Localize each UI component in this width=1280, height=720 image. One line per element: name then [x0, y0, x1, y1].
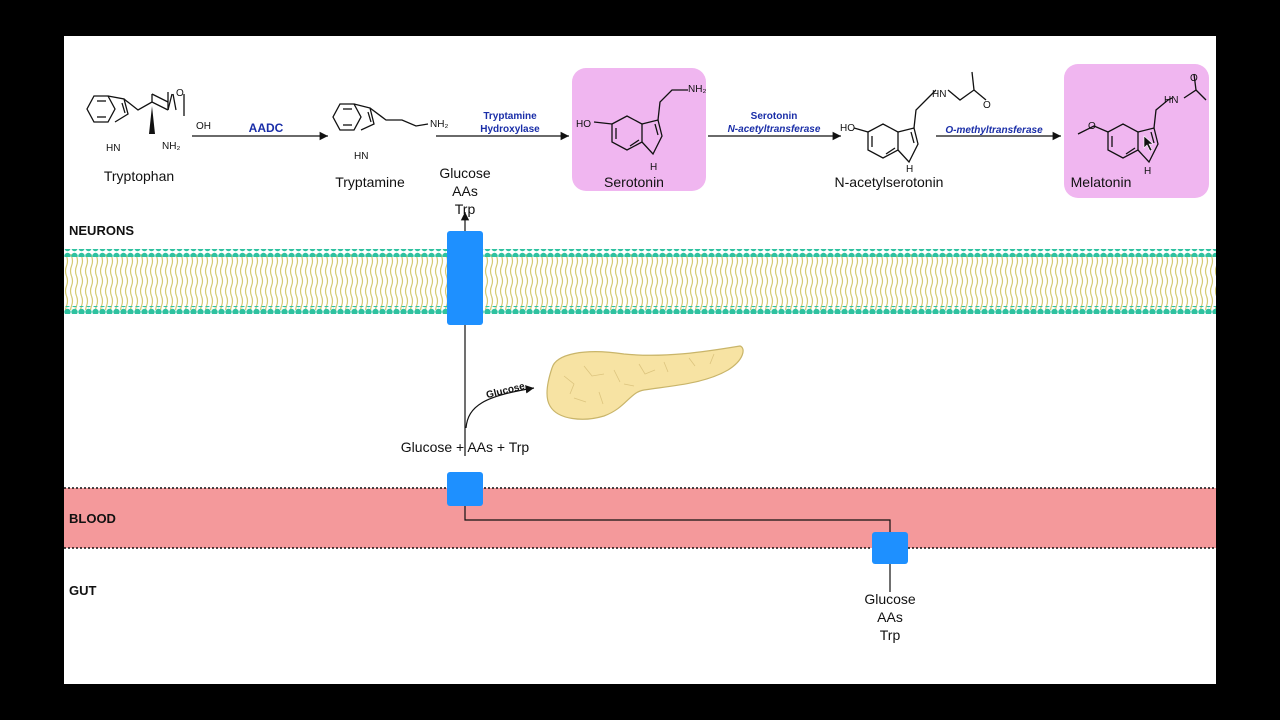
zone-gut-label: GUT: [69, 583, 97, 598]
neuron-trp-label: Trp: [454, 201, 476, 217]
tryptophan-oh-atom: OH: [196, 121, 211, 132]
melatonin-ether-o-atom: O: [1088, 121, 1096, 132]
tryptophan-o-atom: O: [176, 88, 184, 99]
neuron-nutrient-stack: Glucose AAs Trp: [439, 164, 490, 218]
cell-membrane: [64, 249, 1216, 314]
compound-serotonin-label: Serotonin: [604, 174, 664, 190]
enzyme-tryptamine-hydroxylase: Tryptamine Hydroxylase: [480, 110, 539, 136]
tryptophan-structure: [86, 92, 185, 134]
tryptophan-hn-atom: HN: [106, 143, 120, 154]
enzyme-o-methyltransferase: O-methyltransferase: [945, 125, 1043, 136]
blood-zone-band: [64, 488, 1216, 548]
n-acetylserotonin-ho-atom: HO: [840, 123, 855, 134]
bbb-transporter: [447, 231, 483, 325]
gut-glucose-label: Glucose: [864, 591, 916, 607]
serotonin-nh2-atom: NH₂: [688, 84, 706, 95]
serotonin-structure: [593, 89, 688, 156]
slide: O OH NH₂ HN NH₂ HN HO NH₂ H HN O HO H: [64, 36, 1216, 684]
enzyme-aadc: AADC: [248, 121, 284, 135]
cursor-icon: [1143, 135, 1154, 152]
melatonin-hn-atom: HN: [1164, 95, 1178, 106]
gut-blood-transporter: [872, 532, 908, 564]
enzyme-serotonin-n-acetyltransferase: Serotonin N-acetyltransferase: [728, 110, 821, 136]
tryptamine-hn-atom: HN: [354, 151, 368, 162]
enzyme-snat-line2: N-acetyltransferase: [727, 124, 821, 135]
compound-tryptophan-label: Tryptophan: [103, 168, 175, 184]
tryptamine-nh2-atom: NH₂: [430, 119, 448, 130]
melatonin-nh-atom: H: [1144, 166, 1151, 177]
gut-nutrient-stack: Glucose AAs Trp: [864, 590, 915, 644]
enzyme-tryptamine-hydroxylase-line2: Hydroxylase: [480, 124, 540, 135]
compound-n-acetylserotonin-label: N-acetylserotonin: [834, 174, 944, 190]
serotonin-nh-atom: H: [650, 162, 657, 173]
gut-aas-label: AAs: [877, 609, 903, 625]
pancreas-glucose-arrow: [465, 385, 535, 429]
gut-trp-label: Trp: [879, 627, 901, 643]
enzyme-snat-line1: Serotonin: [750, 111, 798, 122]
diagram-canvas: O OH NH₂ HN NH₂ HN HO NH₂ H HN O HO H: [64, 64, 1216, 592]
compound-melatonin-label: Melatonin: [1070, 174, 1132, 190]
n-acetylserotonin-nh-atom: H: [906, 164, 913, 175]
melatonin-structure: [1077, 73, 1207, 164]
serotonin-ho-atom: HO: [576, 119, 591, 130]
serotonin-highlight-box: [572, 68, 706, 191]
blood-brain-transporter: [447, 472, 483, 506]
neuron-glucose-label: Glucose: [439, 165, 491, 181]
zone-blood-label: BLOOD: [69, 511, 116, 526]
n-acetylserotonin-hn-atom: HN: [932, 89, 946, 100]
n-acetylserotonin-o-atom: O: [983, 100, 991, 111]
melatonin-o-atom: O: [1190, 73, 1198, 84]
pancreas-icon: [546, 345, 744, 420]
tryptophan-nh2-atom: NH₂: [162, 141, 180, 152]
neuron-aas-label: AAs: [452, 183, 478, 199]
pancreas-glucose-label: Glucose: [485, 381, 526, 401]
blood-transport-path: [464, 504, 891, 534]
n-acetylserotonin-structure: [853, 71, 987, 164]
zone-neurons-label: NEURONS: [69, 223, 135, 238]
blood-nutrient-label: Glucose + AAs + Trp: [400, 439, 530, 455]
enzyme-tryptamine-hydroxylase-line1: Tryptamine: [483, 111, 537, 122]
tryptamine-structure: [332, 103, 429, 131]
compound-tryptamine-label: Tryptamine: [335, 174, 405, 190]
